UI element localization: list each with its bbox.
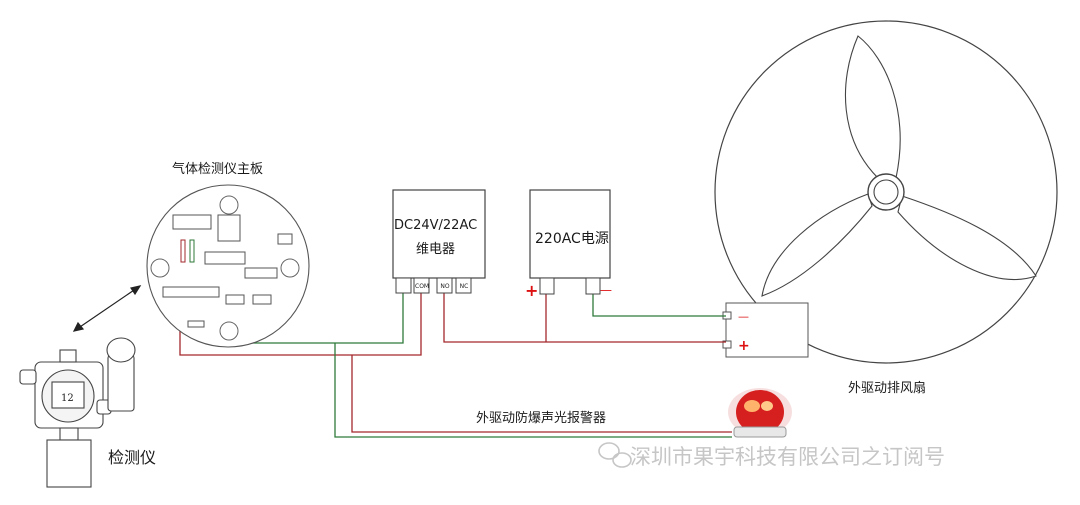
fan-terminal-block <box>725 302 809 358</box>
fan-hub-inner <box>873 179 899 205</box>
board-header-strip <box>162 286 220 298</box>
relay-terminal-nc <box>455 277 472 294</box>
relay-terminal-no <box>436 277 453 294</box>
power-terminal-neg <box>585 277 601 295</box>
board-connector-right <box>244 267 278 279</box>
exhaust-fan: — + <box>714 20 1058 364</box>
watermark-text: 深圳市果宇科技有限公司之订阅号 <box>630 445 945 469</box>
fan-terminal-pos <box>722 340 732 349</box>
relay-label-line1: DC24V/22AC <box>394 218 478 233</box>
relay <box>392 189 486 294</box>
relay-body <box>392 189 486 279</box>
fan-label: 外驱动排风扇 <box>848 381 927 396</box>
wechat-icon <box>598 442 632 468</box>
relay-label-line2: 维电器 <box>416 242 456 257</box>
board-chip <box>277 233 293 245</box>
power-body <box>529 189 611 279</box>
fan-blade-left <box>761 193 873 297</box>
power-supply: + — <box>525 189 612 300</box>
board-connector-mid <box>204 251 246 265</box>
beacon-highlight <box>744 400 760 412</box>
detector-neck <box>59 427 79 441</box>
gas-detector-device: 12 <box>19 337 136 488</box>
detector-screen <box>51 381 85 409</box>
wire-green-board-relay <box>232 293 404 344</box>
board-connector-top-left <box>172 214 212 230</box>
beacon-base <box>733 426 787 438</box>
detector-sensor-cap <box>106 337 136 363</box>
board-small-part <box>187 320 205 328</box>
wire-green-alarm <box>334 343 732 438</box>
relay-terminal-com <box>413 277 430 294</box>
watermark: 深圳市果宇科技有限公司之订阅号 <box>596 441 945 471</box>
power-positive-sign: + <box>525 281 538 300</box>
wire-red-alarm <box>351 355 732 433</box>
connection-arrow <box>72 285 142 332</box>
power-label: 220AC电源 <box>535 231 609 247</box>
fan-blade-top <box>844 35 901 179</box>
detector-sensor-tube <box>107 354 135 412</box>
beacon-highlight-2 <box>761 401 773 411</box>
board-screw-left <box>150 258 170 278</box>
wire-red-fan <box>443 293 726 343</box>
board-red-trace <box>180 239 186 263</box>
relay-terminal-label-no: NO <box>440 283 450 290</box>
fan-negative-sign: — <box>738 310 749 323</box>
board-screw-right <box>280 258 300 278</box>
power-terminal-pos <box>539 277 555 295</box>
power-negative-sign: — <box>600 283 612 297</box>
board-green-trace <box>189 239 195 263</box>
relay-terminal-label-com: COM <box>415 283 430 290</box>
board-sensor-1 <box>225 294 245 305</box>
fan-blades <box>761 35 1037 297</box>
board-screw-top <box>219 195 239 215</box>
board-screw-bottom <box>219 321 239 341</box>
relay-terminal-label-nc: NC <box>459 283 469 290</box>
detector-base <box>46 439 92 488</box>
board-sensor-2 <box>252 294 272 305</box>
alarm-beacon <box>728 388 792 438</box>
detector-lug-left <box>19 369 37 385</box>
detector-readout: 12 <box>61 393 74 404</box>
detector-label: 检测仪 <box>108 448 157 467</box>
alarm-label: 外驱动防爆声光报警器 <box>476 411 607 426</box>
board-relay-component <box>217 214 241 242</box>
mainboard-label: 气体检测仪主板 <box>172 162 264 177</box>
gas-detector-mainboard <box>146 184 310 348</box>
wire-green-fan <box>592 294 726 317</box>
detector-top-nut <box>59 349 77 363</box>
fan-blade-right <box>897 195 1037 280</box>
relay-terminal-gnd <box>395 277 412 294</box>
fan-positive-sign: + <box>738 338 750 354</box>
